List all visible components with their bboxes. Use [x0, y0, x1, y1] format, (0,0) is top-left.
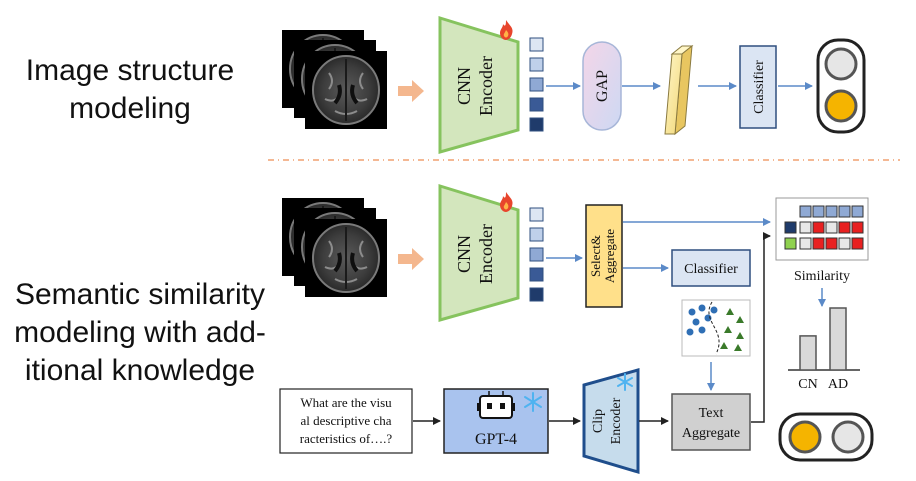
feature-cell — [529, 227, 544, 242]
similarity-cell — [825, 221, 838, 234]
similarity-cell — [838, 205, 851, 218]
top-title-line1: Image structure — [26, 54, 234, 87]
similarity-cell — [838, 237, 851, 250]
bar-label-cn: CN — [798, 377, 817, 392]
gap-block — [582, 41, 622, 131]
bottom-encoder-line1: CNN — [454, 235, 474, 273]
top-title-line2: modeling — [69, 92, 191, 125]
select-line2: Aggregate — [602, 229, 617, 283]
top-feature-vector — [529, 37, 544, 132]
similarity-cell — [851, 237, 864, 250]
similarity-label: Similarity — [794, 269, 850, 284]
bottom-title-line3: itional knowledge — [25, 354, 255, 387]
bottom-title-line2: modeling with add- — [14, 316, 266, 349]
clip-line1: Clip — [591, 409, 606, 433]
scatter-inset — [686, 301, 744, 355]
feature-cell — [529, 207, 544, 222]
feature-cell — [529, 57, 544, 72]
bar-label-ad: AD — [828, 377, 848, 392]
similarity-cell — [799, 221, 812, 234]
similarity-row-feature — [784, 237, 797, 250]
bottom-light-off — [831, 420, 865, 454]
bottom-cnn-encoder — [438, 183, 520, 322]
text-aggregate-box — [671, 393, 751, 451]
prompt-line2: al descriptive cha — [301, 413, 392, 428]
select-line1: Select& — [588, 235, 603, 277]
feature-cell — [529, 97, 544, 112]
top-mri-stack — [280, 28, 389, 131]
top-light-on — [824, 89, 858, 123]
bottom-light-on — [788, 420, 822, 454]
feature-cell — [529, 77, 544, 92]
feature-cell — [529, 267, 544, 282]
similarity-cell — [812, 237, 825, 250]
text-aggregate-line2: Aggregate — [682, 426, 740, 441]
top-classifier-box — [739, 45, 777, 129]
top-light-off — [824, 47, 858, 81]
clip-encoder — [582, 368, 640, 475]
bar-cn — [799, 335, 817, 371]
similarity-cell — [838, 221, 851, 234]
clip-line2: Encoder — [609, 397, 624, 444]
similarity-cell — [851, 205, 864, 218]
robot-icon — [477, 391, 515, 419]
bottom-title-line1: Semantic similarity — [15, 278, 265, 311]
similarity-cell — [799, 237, 812, 250]
bottom-encoder-line2: Encoder — [476, 224, 496, 284]
bottom-mri-stack — [280, 196, 389, 299]
similarity-cell — [812, 221, 825, 234]
feature-cell — [529, 37, 544, 52]
similarity-row-feature — [784, 221, 797, 234]
similarity-cell — [825, 205, 838, 218]
prompt-line3: racteristics of….? — [300, 431, 393, 446]
top-cnn-encoder — [438, 15, 520, 154]
bottom-input-arrow — [398, 248, 424, 270]
similarity-matrix — [784, 205, 864, 250]
bottom-classifier-box — [671, 249, 751, 287]
fire-icon — [500, 20, 513, 40]
text-aggregate-line1: Text — [699, 406, 724, 421]
snowflake-icon — [617, 373, 633, 391]
select-aggregate-box — [585, 204, 623, 308]
fire-icon — [500, 192, 513, 212]
gap-label: GAP — [594, 70, 611, 102]
prompt-box — [279, 388, 413, 454]
gpt4-label: GPT-4 — [475, 431, 517, 448]
arrow-text-aggregate-to-similarity — [751, 232, 771, 423]
similarity-cell — [825, 237, 838, 250]
top-classifier-label: Classifier — [752, 60, 767, 114]
bottom-feature-vector — [529, 207, 544, 302]
similarity-cell — [799, 205, 812, 218]
prompt-line1: What are the visu — [300, 395, 392, 410]
feature-cell — [529, 247, 544, 262]
similarity-cell — [851, 221, 864, 234]
similarity-cell — [812, 205, 825, 218]
pooled-feature-bar — [664, 44, 694, 136]
snowflake-icon — [524, 392, 542, 412]
top-encoder-line1: CNN — [454, 67, 474, 105]
top-input-arrow — [398, 80, 424, 102]
feature-cell — [529, 117, 544, 132]
feature-cell — [529, 287, 544, 302]
bar-ad — [829, 307, 847, 371]
top-encoder-line2: Encoder — [476, 56, 496, 116]
bottom-classifier-label: Classifier — [684, 262, 738, 277]
